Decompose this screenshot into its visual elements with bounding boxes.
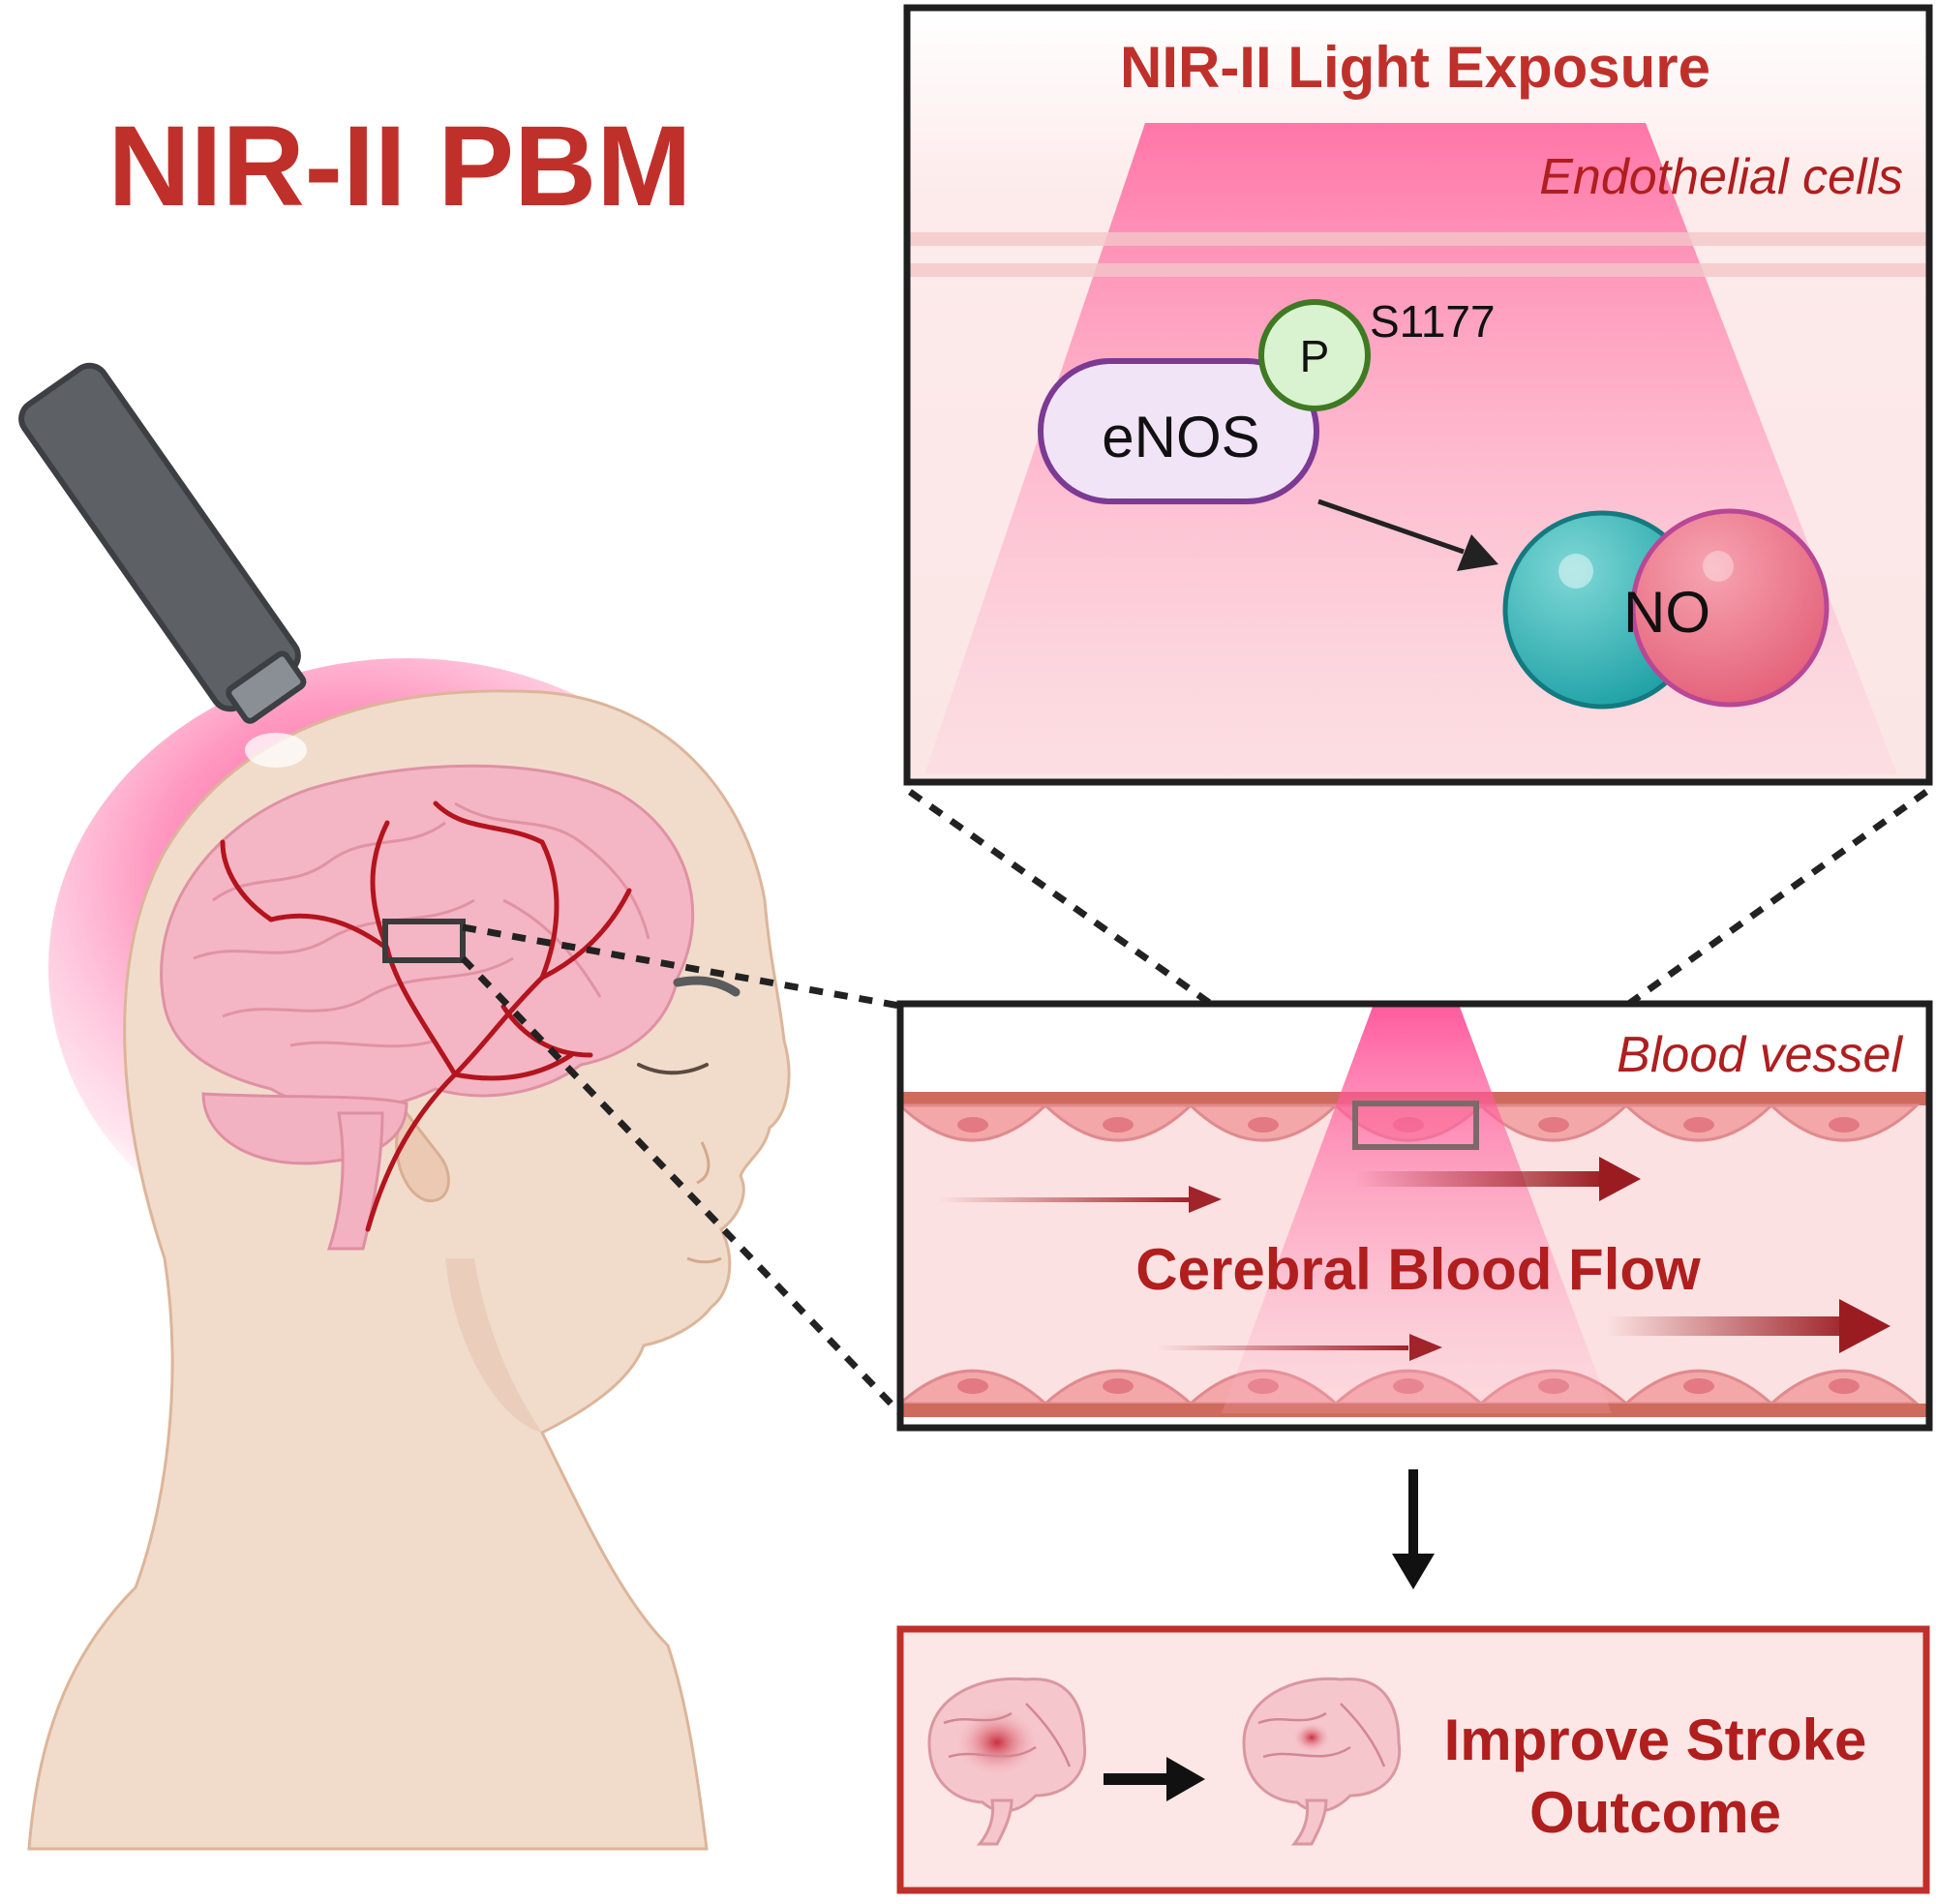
eyebrow — [673, 976, 741, 997]
cerebral-blood-flow-label: Cerebral Blood Flow — [1135, 1237, 1701, 1302]
main-title: NIR-II PBM — [107, 103, 691, 230]
brain-before-icon — [927, 1677, 1087, 1846]
phospho-site-label: S1177 — [1370, 296, 1496, 347]
endothelial-cells-label: Endothelial cells — [1539, 149, 1903, 205]
enos-molecule — [1038, 358, 1319, 504]
membrane-stripe — [907, 232, 1929, 246]
no-molecule — [1502, 508, 1830, 710]
brain-zoom-box — [382, 919, 466, 963]
improvement-arrow — [1104, 1757, 1205, 1801]
outcome-line-2: Outcome — [1529, 1780, 1781, 1845]
exposure-panel-title: NIR-II Light Exposure — [1120, 35, 1710, 100]
exposure-panel: NIR-II Light Exposure Endothelial cells … — [903, 4, 1933, 786]
brain-folds — [193, 801, 650, 1048]
flow-arrow-fast-1 — [1355, 1157, 1641, 1201]
blood-vessel-label: Blood vessel — [1617, 1027, 1903, 1083]
nose — [696, 1141, 711, 1185]
outcome-panel: Improve Stroke Outcome — [896, 1625, 1930, 1894]
membrane-stripe — [907, 263, 1929, 277]
closed-eye — [637, 1063, 709, 1075]
enos-label: eNOS — [1102, 405, 1259, 469]
phosphate-label: P — [1300, 331, 1330, 381]
brain-stem — [326, 1111, 384, 1251]
flow-arrow-slow-1 — [939, 1186, 1222, 1213]
flow-arrow-slow-2 — [1157, 1334, 1442, 1361]
neck-shading — [445, 1258, 542, 1433]
brain-after-icon — [1242, 1677, 1402, 1846]
phosphate-group — [1258, 299, 1371, 411]
outcome-line-1: Improve Stroke — [1444, 1708, 1867, 1772]
mouth — [686, 1256, 722, 1264]
light-hotspot — [245, 733, 307, 768]
flow-arrow-fast-2 — [1607, 1299, 1891, 1353]
vessel-panel: Blood vessel Cerebral Blood Flow — [896, 1000, 1933, 1432]
vessel-light-beam — [1222, 1007, 1612, 1413]
enos-to-no-arrow — [1317, 499, 1498, 571]
head-illustration — [27, 658, 791, 1851]
vessel-zoom-box — [1352, 1101, 1479, 1150]
nir-light-device — [18, 362, 307, 768]
no-label: NO — [1623, 580, 1710, 645]
down-arrow — [1392, 1469, 1435, 1589]
